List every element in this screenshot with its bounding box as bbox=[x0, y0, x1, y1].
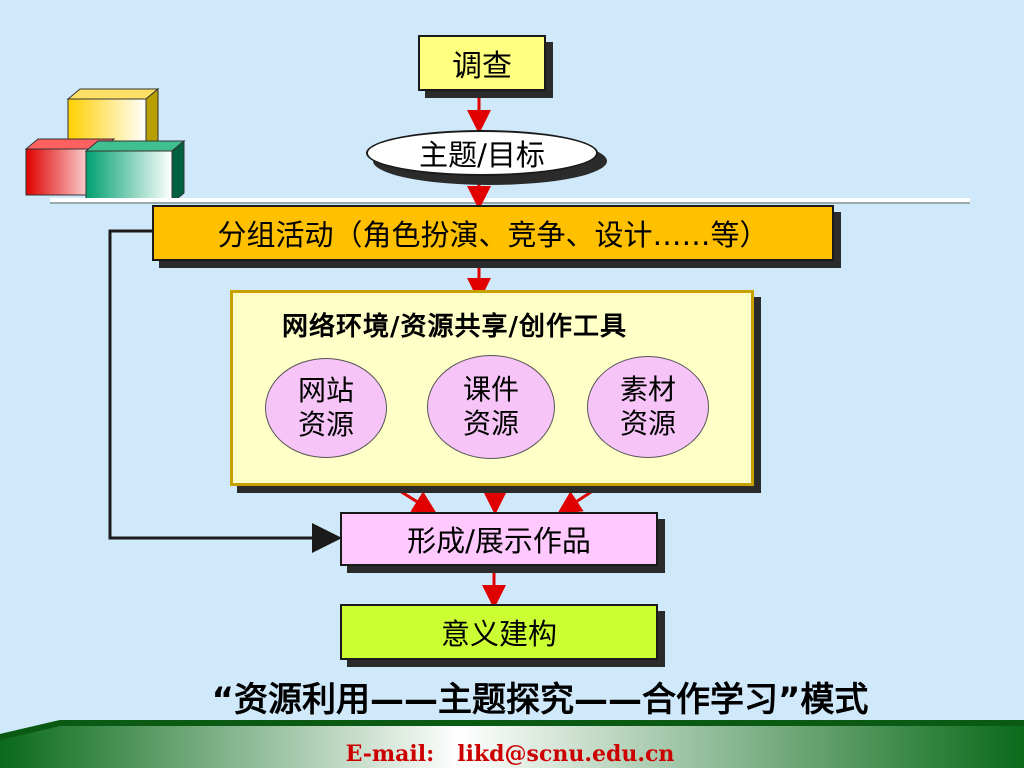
product-box: 形成/展示作品 bbox=[340, 512, 658, 566]
survey-label: 调查 bbox=[452, 49, 512, 84]
group-activity-label: 分组活动（角色扮演、竞争、设计……等） bbox=[217, 218, 769, 252]
resource-material: 素材 资源 bbox=[587, 356, 709, 458]
meaning-label: 意义建构 bbox=[440, 617, 557, 651]
resource-courseware-label: 课件 资源 bbox=[462, 373, 519, 440]
survey-box: 调查 bbox=[418, 35, 546, 91]
model-caption: “资源利用——主题探究——合作学习”模式 bbox=[211, 680, 869, 720]
resource-website-label: 网站 资源 bbox=[297, 374, 354, 441]
resource-panel-title: 网络环境/资源共享/创作工具 bbox=[282, 312, 627, 342]
theme-ellipse: 主题/目标 bbox=[366, 130, 598, 176]
loop-line-group-to-product bbox=[108, 229, 342, 553]
meaning-box: 意义建构 bbox=[340, 604, 658, 660]
resource-website: 网站 资源 bbox=[265, 358, 387, 458]
resource-material-label: 素材 资源 bbox=[619, 373, 676, 440]
theme-label: 主题/目标 bbox=[419, 138, 545, 172]
top-rule-line bbox=[50, 198, 970, 204]
resource-courseware: 课件 资源 bbox=[427, 355, 555, 459]
group-activity-box: 分组活动（角色扮演、竞争、设计……等） bbox=[152, 205, 834, 261]
product-label: 形成/展示作品 bbox=[407, 524, 591, 558]
footer-email[interactable]: E-mail: likd@scnu.edu.cn bbox=[345, 741, 675, 767]
decorative-blocks bbox=[24, 87, 186, 205]
footer-band bbox=[0, 720, 1024, 768]
